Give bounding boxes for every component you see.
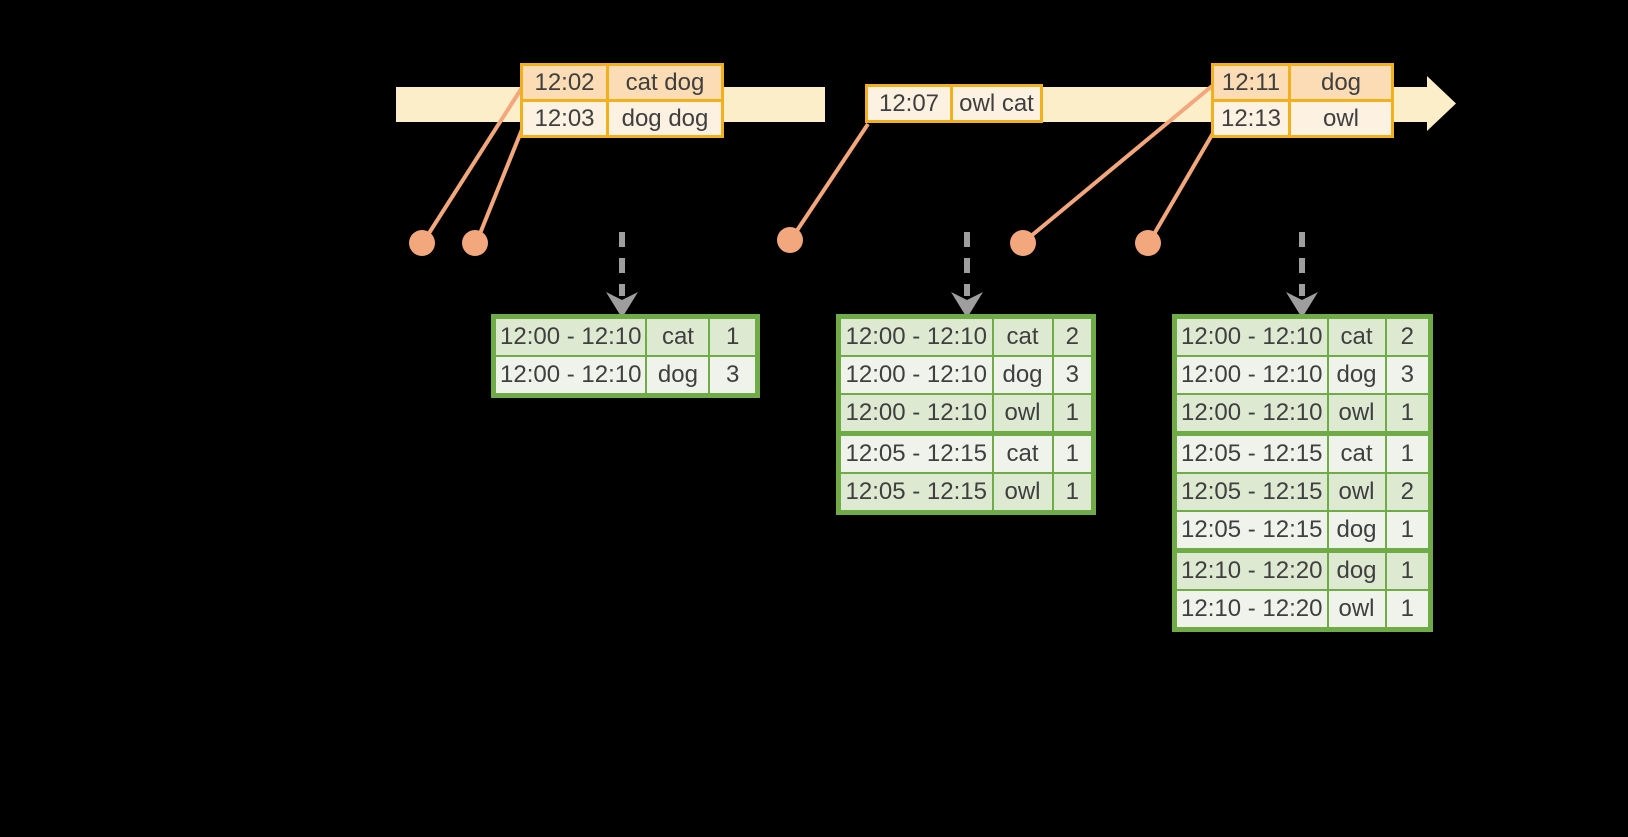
trigger-arrowhead-icon xyxy=(606,292,638,318)
event-words-cell: owl xyxy=(1288,99,1394,138)
word-cell: owl xyxy=(1326,589,1387,631)
trigger-arrows xyxy=(606,232,1318,318)
word-cell: owl xyxy=(1326,393,1387,436)
word-cell: cat xyxy=(645,315,711,357)
event-time-cell: 12:07 xyxy=(865,84,953,123)
window-cell: 12:00 - 12:10 xyxy=(837,355,994,395)
count-cell: 3 xyxy=(1051,355,1095,395)
window-cell: 12:00 - 12:10 xyxy=(1173,393,1329,436)
count-cell: 2 xyxy=(1384,472,1432,512)
word-cell: dog xyxy=(645,355,711,397)
event-time-cell: 12:11 xyxy=(1211,63,1291,102)
event-dot-icon xyxy=(409,230,435,256)
event-dot-icon xyxy=(1135,230,1161,256)
window-cell: 12:05 - 12:15 xyxy=(1173,472,1329,512)
window-cell: 12:00 - 12:10 xyxy=(1173,315,1329,357)
count-cell: 1 xyxy=(708,315,759,357)
word-cell: owl xyxy=(991,472,1054,514)
word-cell: dog xyxy=(1326,355,1387,395)
window-cell: 12:05 - 12:15 xyxy=(837,472,994,514)
word-cell: cat xyxy=(991,432,1054,474)
window-cell: 12:05 - 12:15 xyxy=(1173,432,1329,474)
count-cell: 1 xyxy=(1051,432,1095,474)
event-connector-line xyxy=(1023,84,1214,243)
word-cell: cat xyxy=(991,315,1054,357)
window-cell: 12:10 - 12:20 xyxy=(1173,549,1329,591)
count-cell: 1 xyxy=(1384,589,1432,631)
count-cell: 3 xyxy=(1384,355,1432,395)
event-connector-line xyxy=(1148,126,1218,243)
word-cell: dog xyxy=(991,355,1054,395)
event-dot-icon xyxy=(1010,230,1036,256)
window-cell: 12:05 - 12:15 xyxy=(837,432,994,474)
word-cell: dog xyxy=(1326,549,1387,591)
event-connector-line xyxy=(475,121,527,242)
count-cell: 1 xyxy=(1384,393,1432,436)
event-connectors xyxy=(422,84,1218,243)
event-time-cell: 12:13 xyxy=(1211,99,1291,138)
event-dot-icon xyxy=(777,227,803,253)
event-connector-line xyxy=(422,84,525,243)
count-cell: 1 xyxy=(1051,393,1095,436)
trigger-arrowhead-icon xyxy=(951,292,983,318)
window-cell: 12:00 - 12:10 xyxy=(1173,355,1329,395)
word-cell: cat xyxy=(1326,432,1387,474)
word-cell: owl xyxy=(991,393,1054,436)
trigger-arrowhead-icon xyxy=(1286,292,1318,318)
timeline-arrowhead-icon xyxy=(1427,76,1456,131)
event-words-cell: dog xyxy=(1288,63,1394,102)
event-dot-icon xyxy=(462,230,488,256)
window-cell: 12:00 - 12:10 xyxy=(837,393,994,436)
count-cell: 1 xyxy=(1384,432,1432,474)
event-words-cell: dog dog xyxy=(606,99,724,138)
count-cell: 1 xyxy=(1384,510,1432,553)
count-cell: 2 xyxy=(1051,315,1095,357)
event-words-cell: cat dog xyxy=(606,63,724,102)
count-cell: 3 xyxy=(708,355,759,397)
count-cell: 1 xyxy=(1384,549,1432,591)
word-cell: dog xyxy=(1326,510,1387,553)
window-cell: 12:00 - 12:10 xyxy=(492,315,648,357)
word-cell: owl xyxy=(1326,472,1387,512)
window-cell: 12:10 - 12:20 xyxy=(1173,589,1329,631)
event-words-cell: owl cat xyxy=(950,84,1043,123)
window-cell: 12:00 - 12:10 xyxy=(837,315,994,357)
event-time-cell: 12:02 xyxy=(520,63,609,102)
event-time-cell: 12:03 xyxy=(520,99,609,138)
window-cell: 12:05 - 12:15 xyxy=(1173,510,1329,553)
event-dots xyxy=(409,227,1161,256)
count-cell: 2 xyxy=(1384,315,1432,357)
count-cell: 1 xyxy=(1051,472,1095,514)
event-connector-line xyxy=(790,122,870,240)
word-cell: cat xyxy=(1326,315,1387,357)
window-cell: 12:00 - 12:10 xyxy=(492,355,648,397)
